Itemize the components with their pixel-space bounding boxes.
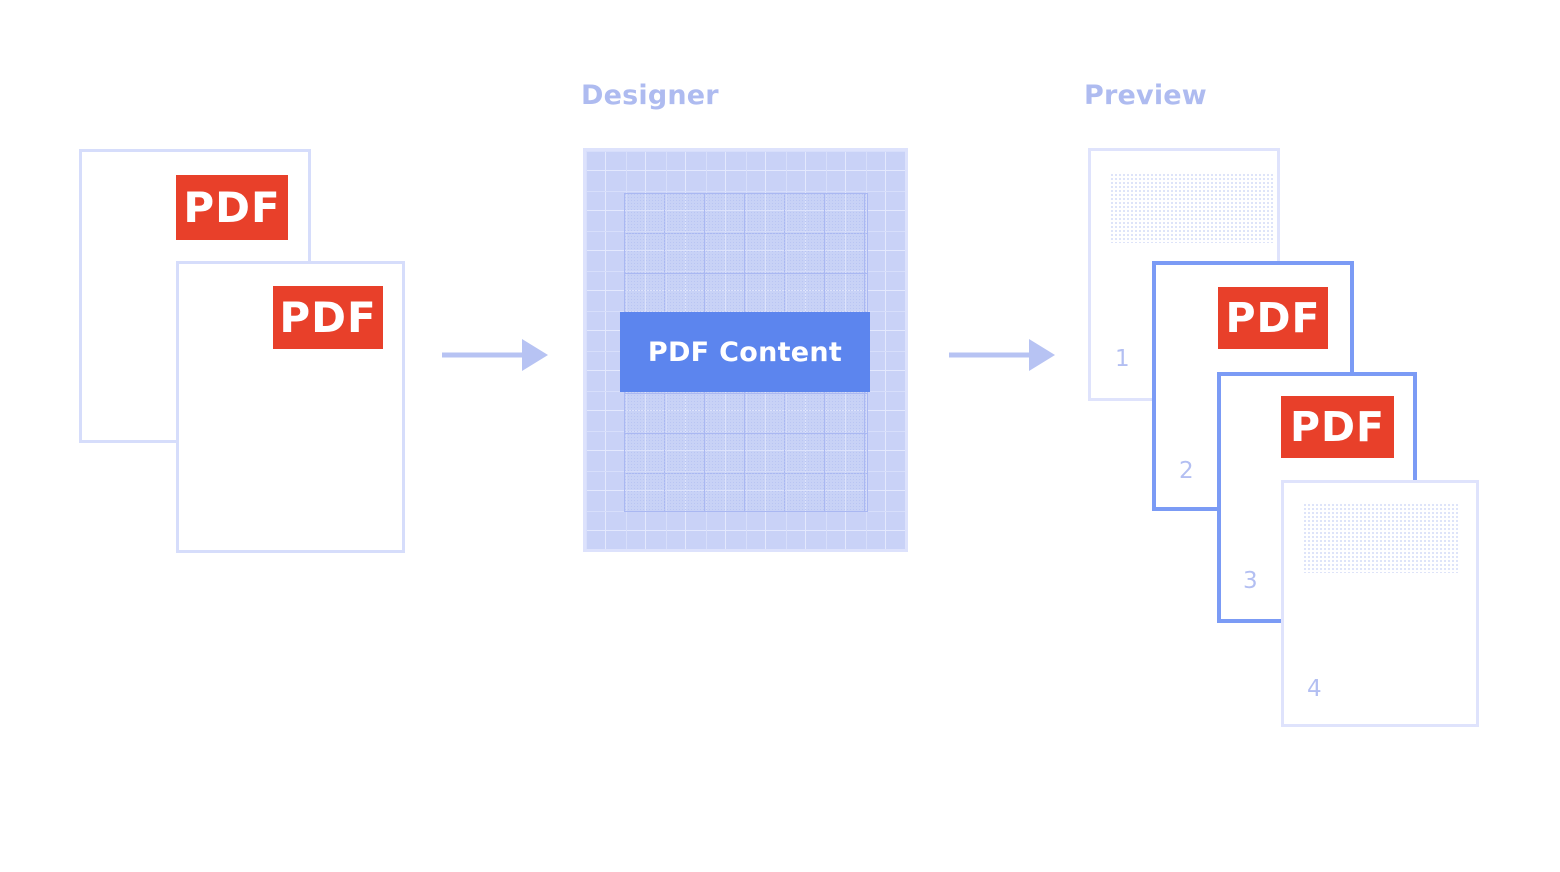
flow-arrow-right-icon (949, 339, 1055, 371)
preview-page-number-1: 1 (1115, 346, 1130, 372)
pdf-badge-preview-2: PDF (1218, 287, 1328, 349)
pdf-content-block[interactable]: PDF Content (620, 312, 870, 392)
preview-section-title: Preview (1084, 80, 1207, 111)
designer-section-title: Designer (581, 80, 719, 111)
preview-page-number-2: 2 (1179, 458, 1194, 484)
preview-page-4-placeholder (1303, 503, 1458, 573)
flow-arrow-right-icon (442, 339, 548, 371)
preview-page-1-placeholder (1110, 173, 1273, 243)
pdf-badge-source-2: PDF (273, 286, 383, 349)
preview-page-number-3: 3 (1243, 568, 1258, 594)
preview-page-number-4: 4 (1307, 676, 1322, 702)
pdf-badge-preview-3: PDF (1281, 396, 1394, 458)
pdf-badge-source-1: PDF (176, 175, 288, 240)
